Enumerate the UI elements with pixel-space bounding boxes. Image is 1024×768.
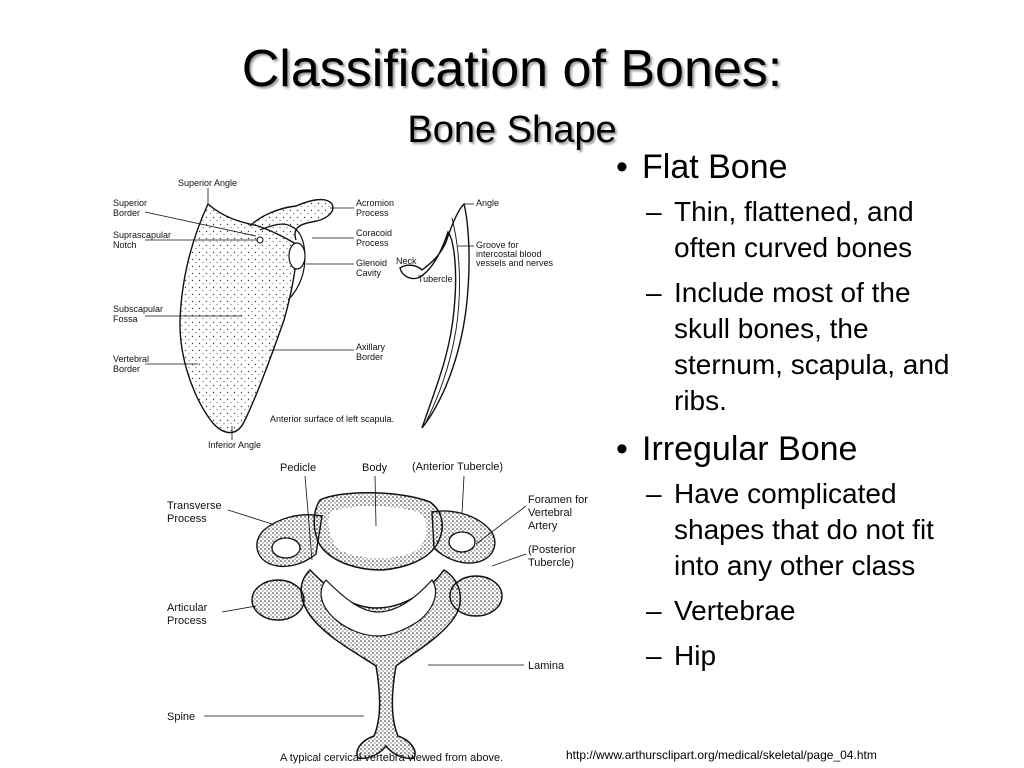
sub-line: sternum, scapula, and (674, 349, 950, 380)
label-axillary-border: Axillary (356, 342, 386, 352)
vertebra-drawing: Pedicle Body (Anterior Tubercle) Transve… (167, 461, 588, 764)
sub-bullet: –Hip (612, 638, 1017, 674)
label-acromion-process: Process (356, 208, 389, 218)
slide-title: Classification of Bones: (241, 40, 783, 98)
sub-line: Vertebrae (674, 595, 796, 626)
bullet-heading: Flat Bone (642, 148, 788, 186)
dash-icon: – (646, 595, 662, 626)
dash-icon: – (646, 478, 662, 509)
label-rib-angle: Angle (476, 198, 499, 208)
bullet-heading: Irregular Bone (642, 430, 858, 468)
label-coracoid-process: Coracoid (356, 228, 392, 238)
label-glenoid-cavity: Glenoid (356, 258, 387, 268)
vertebra-caption: A typical cervical vertebra viewed from … (280, 752, 503, 764)
dash-icon: – (646, 640, 662, 671)
label-spine: Spine (167, 711, 195, 723)
label-rib-groove: intercostal blood (476, 249, 542, 259)
scapula-caption: Anterior surface of left scapula. (270, 414, 394, 424)
sub-line: Have complicated (674, 478, 897, 509)
sub-line: Thin, flattened, and (674, 196, 914, 227)
sub-line: ribs. (674, 385, 727, 416)
sub-line: Include most of the (674, 277, 911, 308)
sub-bullet: –Vertebrae (612, 593, 1017, 629)
dash-icon: – (646, 196, 662, 227)
bone-illustrations: Superior Angle Superior Border Suprascap… (100, 160, 610, 768)
sub-line: skull bones, the (674, 313, 869, 344)
label-glenoid-cavity: Cavity (356, 268, 382, 278)
label-pedicle: Pedicle (280, 462, 316, 474)
label-subscapular-fossa: Fossa (113, 314, 138, 324)
label-anterior-tubercle: (Anterior Tubercle) (412, 461, 503, 473)
label-rib-groove: Groove for (476, 240, 519, 250)
scapula-drawing: Superior Angle Superior Border Suprascap… (113, 178, 394, 450)
label-transverse-process: Process (167, 513, 207, 525)
label-lamina: Lamina (528, 660, 565, 672)
label-posterior-tubercle: Tubercle) (528, 557, 574, 569)
label-rib-groove: vessels and nerves (476, 258, 554, 268)
sub-bullet: –Have complicated shapes that do not fit i… (612, 476, 1017, 584)
label-posterior-tubercle: (Posterior (528, 544, 576, 556)
label-foramen-artery: Artery (528, 520, 558, 532)
label-superior-border: Border (113, 208, 140, 218)
label-superior-border: Superior (113, 198, 147, 208)
label-suprascapular-notch: Notch (113, 240, 137, 250)
bullet-dot-icon: • (616, 148, 628, 186)
source-url: http://www.arthursclipart.org/medical/sk… (566, 748, 877, 762)
label-coracoid-process: Process (356, 238, 389, 248)
sub-bullet: –Thin, flattened, and often curved bones (612, 194, 1017, 266)
bullet-flat-bone: • Flat Bone (612, 146, 1017, 188)
label-inferior-angle: Inferior Angle (208, 440, 261, 450)
sub-bullet: –Include most of the skull bones, the ster… (612, 275, 1017, 419)
label-subscapular-fossa: Subscapular (113, 304, 163, 314)
slide-subtitle: Bone Shape (407, 109, 617, 151)
label-suprascapular-notch: Suprascapular (113, 230, 171, 240)
sub-line: shapes that do not fit (674, 514, 934, 545)
label-body: Body (362, 462, 388, 474)
label-axillary-border: Border (356, 352, 383, 362)
label-superior-angle: Superior Angle (178, 178, 237, 188)
label-vertebral-border: Border (113, 364, 140, 374)
label-acromion-process: Acromion (356, 198, 394, 208)
bullet-dot-icon: • (616, 430, 628, 468)
bullet-irregular-bone: • Irregular Bone (612, 428, 1017, 470)
label-vertebral-border: Vertebral (113, 354, 149, 364)
label-articular-process: Articular (167, 602, 208, 614)
label-transverse-process: Transverse (167, 500, 222, 512)
sub-line: often curved bones (674, 232, 913, 263)
dash-icon: – (646, 277, 662, 308)
label-articular-process: Process (167, 615, 207, 627)
sub-line: Hip (674, 640, 717, 671)
label-rib-neck: Neck (396, 256, 417, 266)
label-foramen-artery: Vertebral (528, 507, 572, 519)
label-foramen-artery: Foramen for (528, 494, 588, 506)
sub-line: into any other class (674, 550, 916, 581)
label-rib-tubercle: Tubercle (418, 274, 453, 284)
rib-drawing: Angle Neck Tubercle Groove for intercost… (396, 198, 554, 429)
